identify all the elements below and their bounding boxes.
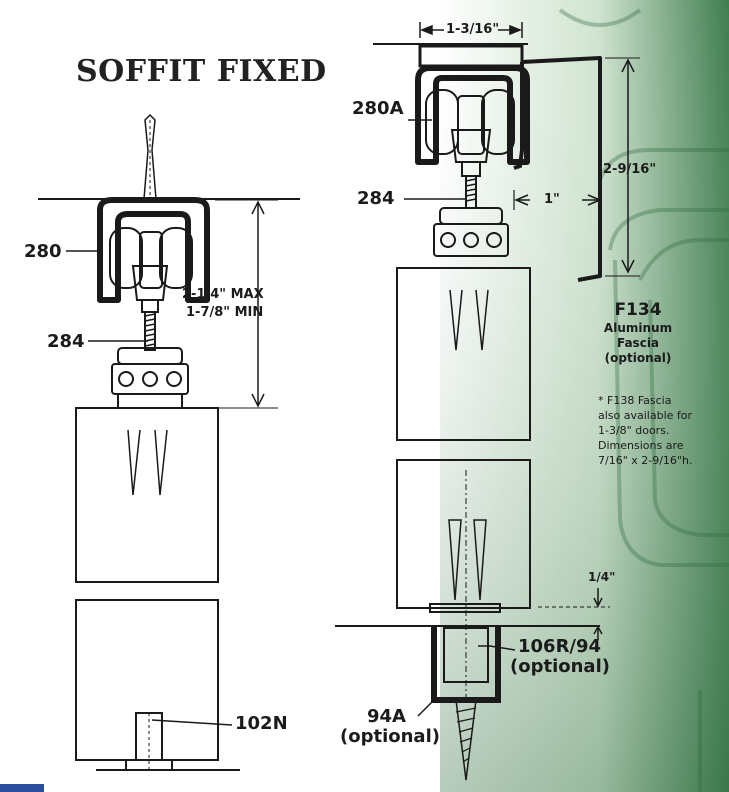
note-line3: 1-3/8" doors. [598,424,670,437]
label-dim-quarter: 1/4" [588,570,616,584]
label-dim-fascia-height: 2-9/16" [603,162,657,177]
label-106r94-optional: (optional) [510,656,610,677]
page-title: SOFFIT FIXED [76,54,327,89]
fascia-code: F134 [614,300,662,320]
note-line1: * F138 Fascia [598,394,672,407]
label-280: 280 [24,241,62,262]
right-assembly [335,22,640,781]
note-line5: 7/16" x 2-9/16"h. [598,454,693,467]
label-102n: 102N [235,713,288,734]
label-94a-optional: (optional) [340,726,440,747]
label-dim-min: 1-7/8" MIN [186,305,264,320]
fascia-note: * F138 Fascia also available for 1-3/8" … [598,393,723,468]
label-dim-fascia-offset: 1" [544,192,560,207]
label-284-left: 284 [47,331,85,352]
note-line2: also available for [598,409,693,422]
fascia-line3: (optional) [604,351,672,365]
label-dim-max: 2-1/4" MAX [182,287,264,302]
label-dim-top-width: 1-3/16" [446,22,500,37]
label-94a: 94A [367,706,406,727]
label-280a: 280A [352,98,404,119]
note-line4: Dimensions are [598,439,684,452]
fascia-line2: Fascia [616,336,660,350]
label-284-right: 284 [357,188,395,209]
fascia-line1: Aluminum [603,321,673,335]
label-106r94: 106R/94 [518,636,602,657]
left-assembly [38,113,300,771]
